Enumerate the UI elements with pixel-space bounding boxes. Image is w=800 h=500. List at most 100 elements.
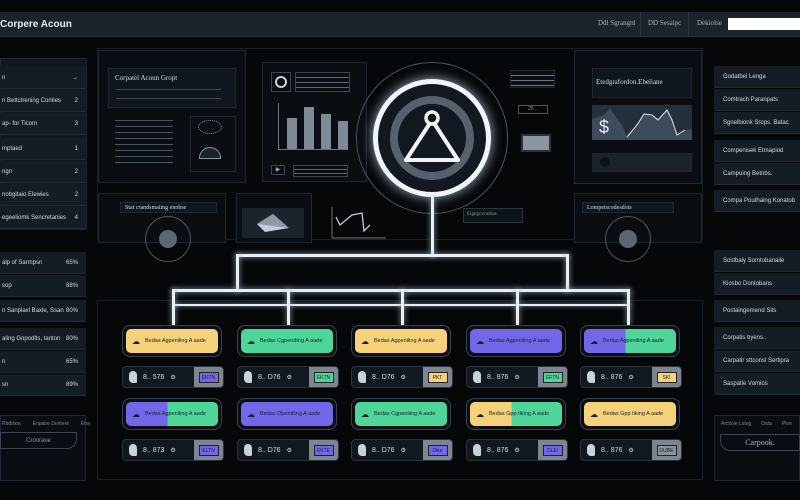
item-label: sn: [2, 381, 9, 388]
node-card[interactable]: ☁Bedas Gpp tiking A aade: [466, 398, 566, 430]
account-panel: [108, 68, 236, 108]
status-badge[interactable]: Dike: [427, 444, 448, 456]
search-input[interactable]: [728, 18, 800, 30]
node-card[interactable]: ☁Bedas Agpeniling A aade: [122, 325, 222, 357]
item-value: 80%: [65, 335, 78, 342]
node-label: Bedas Opentiling A aade: [260, 411, 321, 417]
node-stat: 8.. 876 ⚙ SKI: [580, 366, 682, 388]
item-label: Sgnelbionk Srops. Batac: [723, 119, 789, 126]
left-sidebar-item[interactable]: ngn 2: [0, 161, 86, 183]
play-icon[interactable]: ▶: [271, 165, 285, 175]
gauge-left-title: Stat crandsmating enobse: [125, 205, 187, 211]
brain-icon: ☁: [361, 409, 369, 419]
right-sidebar-item[interactable]: Kiosbo Dontobans: [714, 273, 800, 295]
settings-icon: ⚙: [400, 447, 406, 454]
item-value: 2: [74, 168, 78, 175]
status-badge[interactable]: EFTN: [542, 371, 563, 383]
item-value: 2: [74, 191, 78, 198]
leaf-icon: [473, 444, 481, 456]
right-sidebar-item[interactable]: Sgnelbionk Srops. Batac: [714, 112, 800, 134]
status-badge[interactable]: EKTN: [313, 371, 334, 383]
item-label: ap- for Ticom: [2, 120, 38, 127]
node-card[interactable]: ☁Bedas Agpeniling A aade: [580, 325, 680, 357]
right-sidebar-item[interactable]: Carpatir sttconsl Sertipra: [714, 350, 800, 372]
right-footer-button[interactable]: Carpook.: [720, 434, 800, 451]
status-badge[interactable]: SKI: [656, 371, 677, 383]
item-label: sop: [2, 282, 12, 289]
node-card[interactable]: ☁Bedas Opentiling A aade: [237, 398, 337, 430]
leaf-icon: [587, 371, 595, 383]
status-badge[interactable]: DLEI: [542, 444, 563, 456]
left-sidebar-item[interactable]: n→: [0, 67, 86, 89]
stat-value: 8.. D76: [372, 446, 395, 454]
status-badge[interactable]: PKT: [427, 371, 448, 383]
node-stat: 8.. 876⚙EFTN: [466, 366, 568, 388]
nav-item-1[interactable]: Ddl Sgrangnl: [598, 19, 636, 27]
stat-value: 8.. 876: [601, 373, 623, 381]
item-value: 3: [74, 120, 78, 127]
item-label: n: [2, 358, 6, 365]
stat-value: 8.. D76: [258, 373, 281, 381]
item-label: n Sanplaxl Baxle, Ssan: [2, 307, 64, 314]
settings-icon: ⚙: [514, 447, 520, 454]
node-card[interactable]: ☁Bedas Gpp tiking A aade: [580, 398, 680, 430]
tree-frame: [97, 300, 703, 480]
leaf-icon: [129, 444, 137, 456]
item-value: 80%: [65, 307, 78, 314]
right-sidebar-item[interactable]: Campuing Betnbs.: [714, 163, 800, 185]
stat-value: 8.. 576: [143, 373, 165, 381]
finance-title: Etedgrafordon.Ebeliane: [596, 78, 663, 86]
left-footer-button[interactable]: Croorave: [0, 432, 77, 449]
node-card[interactable]: ☁Bedas Agpeniling A aade: [466, 325, 566, 357]
right-sidebar-item[interactable]: Postaingemend Sits: [714, 300, 800, 322]
account-title: Corpatel Acoun Gropt: [115, 74, 178, 82]
right-sidebar-item[interactable]: Corpatis byens..: [714, 327, 800, 349]
status-badge[interactable]: DUBE: [656, 444, 677, 456]
right-sidebar-item[interactable]: Compa Pouthaing Konatob: [714, 190, 800, 212]
triangle-logo-icon: [404, 110, 460, 162]
nav-item-3[interactable]: Dekiolse: [697, 19, 722, 27]
node-stat: 8.. 576⚙EKTN: [122, 366, 224, 388]
item-label: nobgitaio Elewies: [2, 191, 49, 198]
status-badge[interactable]: ELTN: [198, 444, 219, 456]
item-label: n: [2, 74, 6, 81]
list-lines: [115, 115, 173, 168]
leaf-icon: [244, 444, 252, 456]
item-label: Godatbel Lenga: [723, 73, 766, 80]
stat-value: 8.. D76: [258, 446, 281, 454]
right-sidebar-item[interactable]: Godatbel Lenga: [714, 66, 800, 88]
node-label: Bedas Cgpeniling A aade: [374, 411, 436, 417]
brain-icon: ☁: [590, 409, 598, 419]
item-label: aling Gopodlts, tanton: [2, 335, 61, 342]
right-sidebar-item[interactable]: Sostbaly Somtobanaile: [714, 250, 800, 272]
left-sidebar-item[interactable]: aling Gopodlts, tanton 80%: [0, 328, 86, 350]
settings-icon: ⚙: [628, 374, 634, 381]
left-sidebar-item[interactable]: ap- for Ticom 3: [0, 113, 86, 135]
item-label: ngn: [2, 168, 13, 175]
right-sidebar-item[interactable]: Comtrach Paranpats: [714, 89, 800, 111]
brain-icon: ☁: [476, 336, 484, 346]
status-badge[interactable]: EKTN: [198, 371, 219, 383]
bar: [338, 120, 348, 149]
node-label: Bedas Agpeniling A aade: [145, 411, 206, 417]
node-card[interactable]: ☁Bedas Agpeniling A aade: [351, 325, 451, 357]
node-card[interactable]: ☁Bedas Cgpendtng A aade: [237, 325, 337, 357]
nav-item-2[interactable]: DD Sesaipc: [648, 19, 682, 27]
item-value: 4: [74, 214, 78, 221]
right-sidebar-item[interactable]: Compenisek Etmapiod: [714, 140, 800, 162]
right-sidebar-item[interactable]: Saspatle Vomios: [714, 373, 800, 395]
stat-value: 8.. 876: [601, 446, 623, 454]
node-card[interactable]: ☁Bedas Agpeniling A aade: [122, 398, 222, 430]
node-card[interactable]: ☁ Bedas Cgpeniling A aade: [351, 398, 451, 430]
status-badge[interactable]: EKTE: [313, 444, 334, 456]
left-sidebar-item[interactable]: nobgitaio Elewies 2: [0, 184, 86, 206]
leaf-icon: [473, 371, 481, 383]
